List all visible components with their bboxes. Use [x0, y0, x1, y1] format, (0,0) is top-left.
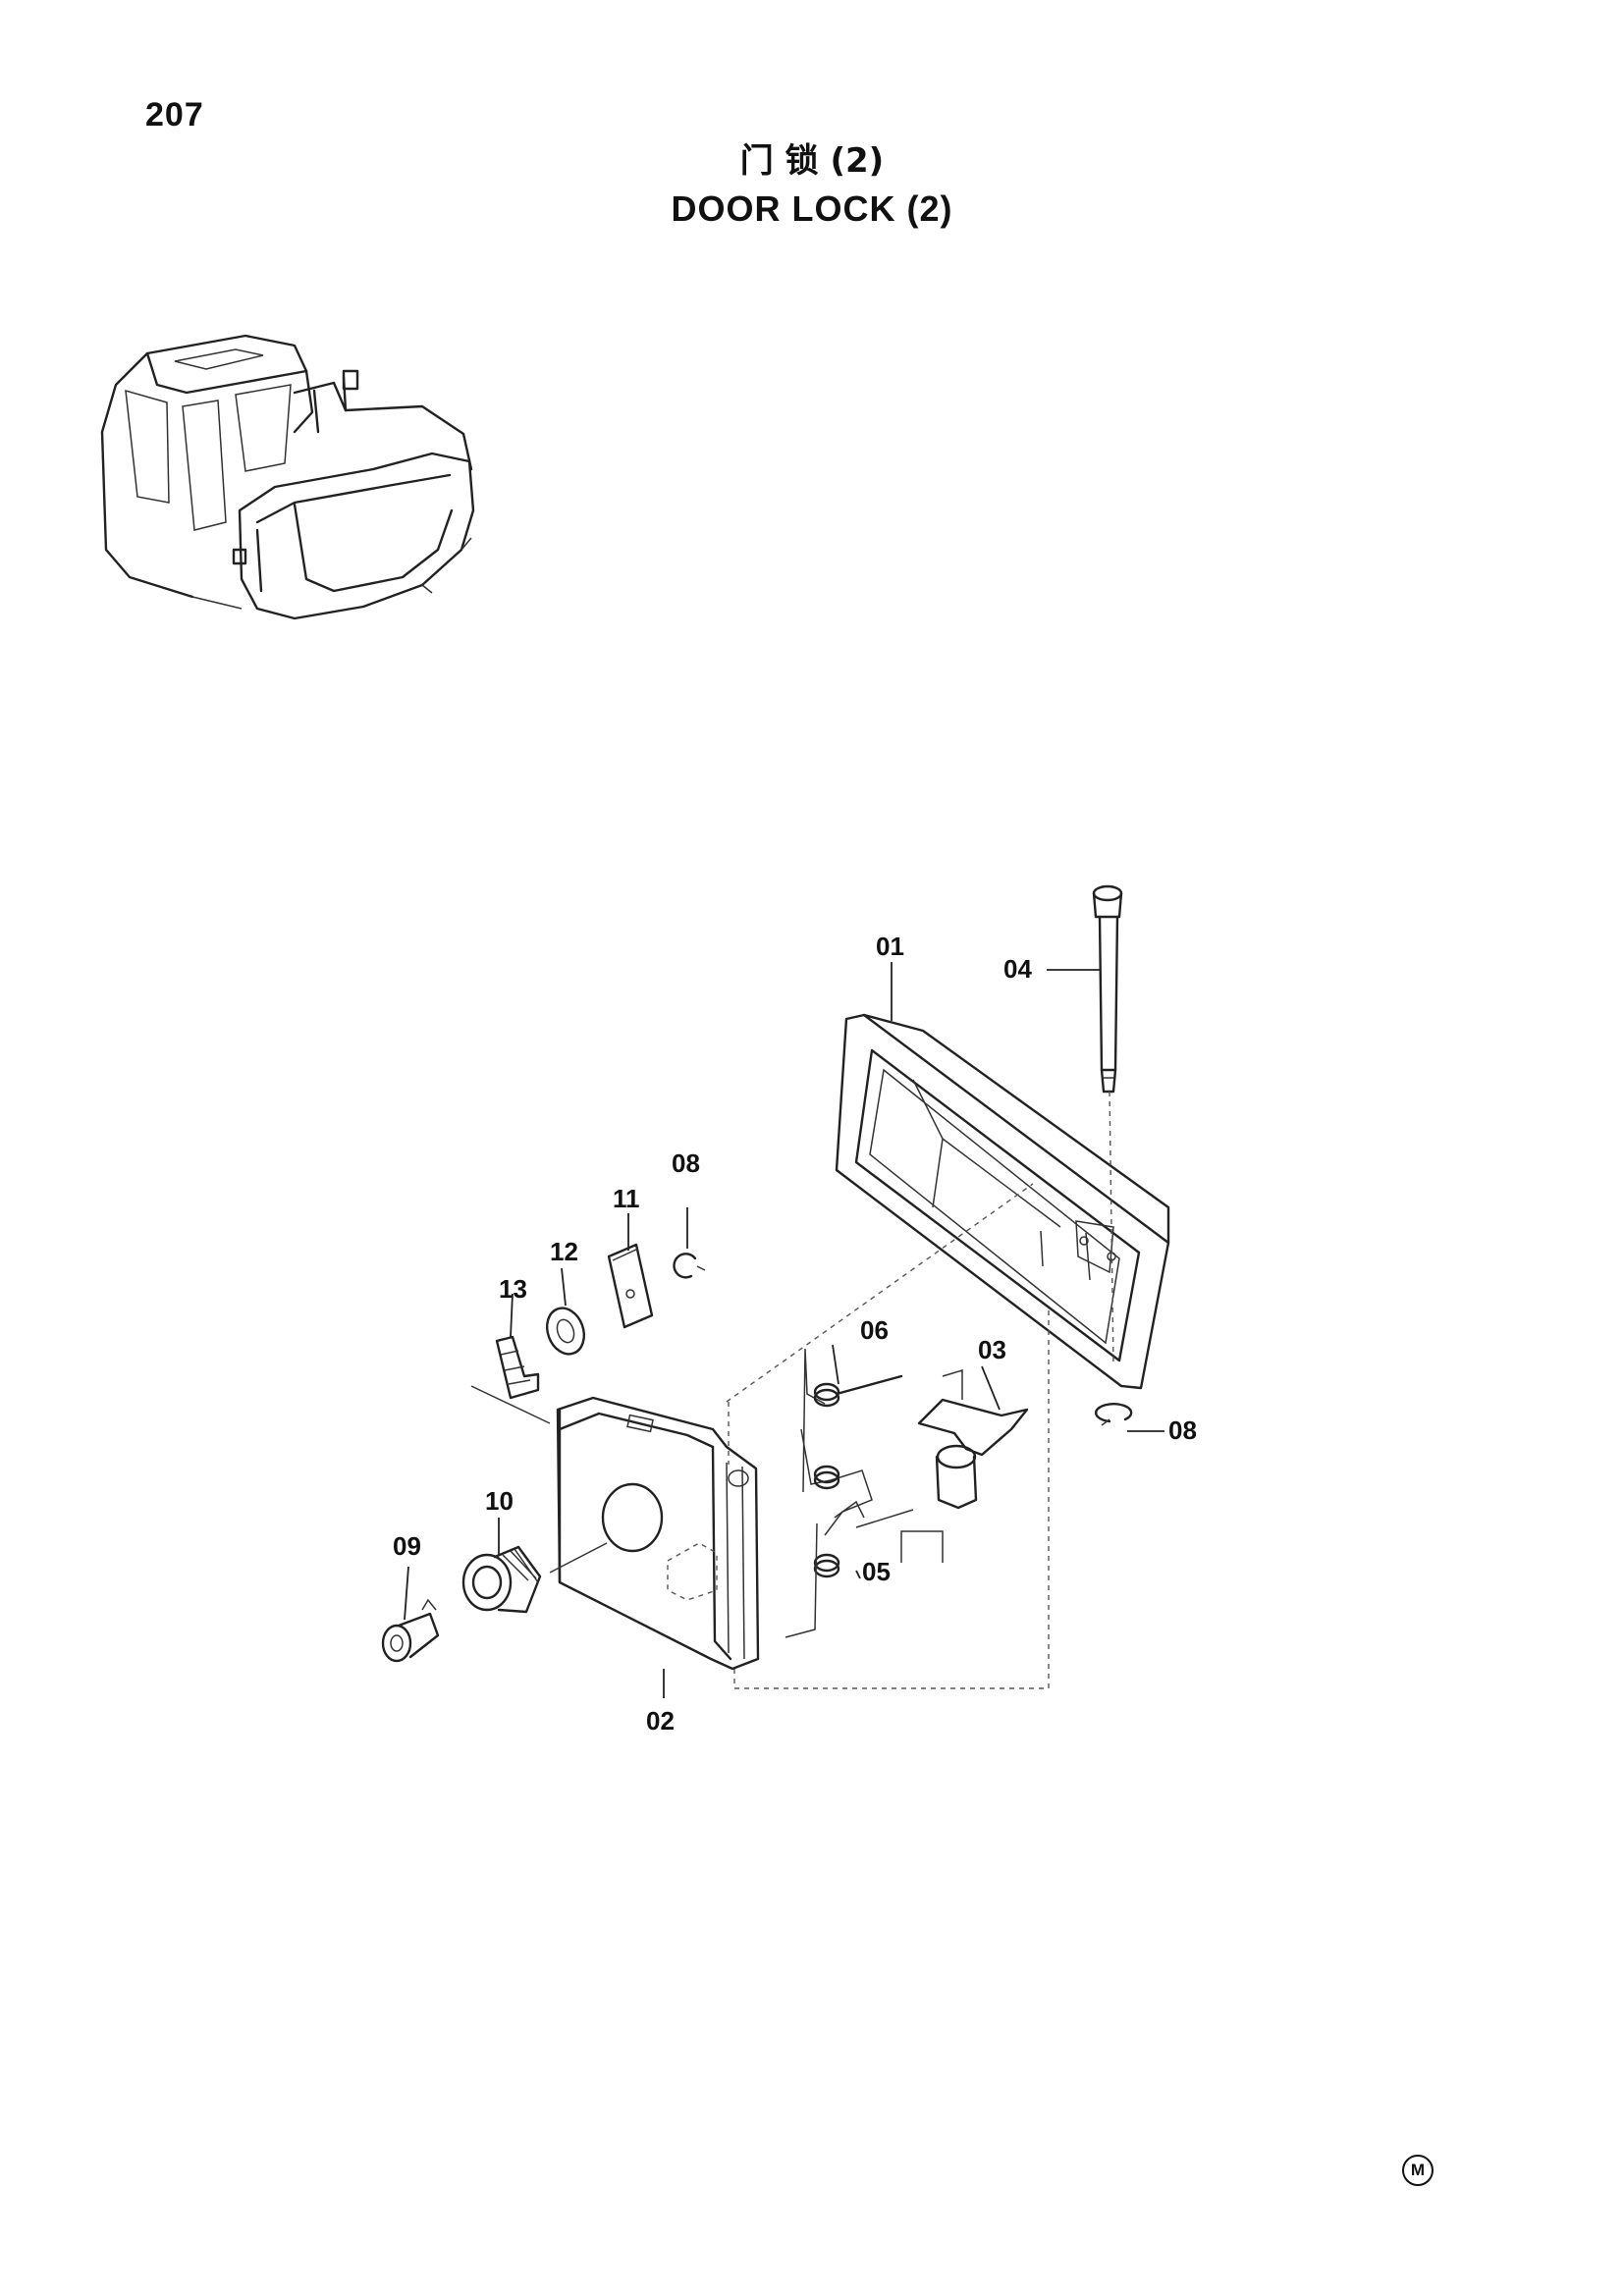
part-04-pin [1092, 884, 1123, 1094]
callout-10: 10 [485, 1486, 514, 1516]
title-block: 门 锁 (2) DOOR LOCK (2) [0, 137, 1624, 234]
excavator-thumbnail-icon [100, 334, 475, 620]
sheet-mark-icon: M [1402, 2155, 1434, 2186]
title-english: DOOR LOCK (2) [671, 188, 953, 229]
callout-06: 06 [860, 1315, 889, 1345]
callout-08-upper: 08 [672, 1148, 700, 1178]
part-10-bushing [461, 1542, 608, 1614]
leader-lines [404, 962, 1164, 1698]
callout-01: 01 [876, 932, 904, 961]
part-05-spring [785, 1428, 873, 1638]
part-02-lock-body [556, 1396, 760, 1671]
callout-12: 12 [550, 1237, 578, 1266]
part-13-bracket [470, 1335, 551, 1424]
part-06-spring [802, 1348, 903, 1493]
part-08-clip-lower [1094, 1403, 1133, 1426]
part-09-key-cylinder [381, 1598, 440, 1663]
callout-09: 09 [393, 1531, 421, 1561]
callout-03: 03 [978, 1335, 1006, 1364]
title-chinese: 门 锁 (2) [739, 141, 885, 181]
part-11-plate [607, 1243, 654, 1329]
callout-13: 13 [499, 1274, 527, 1304]
callout-08-lower: 08 [1168, 1415, 1197, 1445]
part-08-clip-upper [673, 1253, 706, 1279]
callout-05: 05 [862, 1557, 891, 1586]
page-number: 207 [145, 96, 204, 133]
callout-11: 11 [613, 1184, 640, 1213]
part-12-washer [545, 1307, 586, 1356]
part-03-lever [855, 1368, 1029, 1563]
callout-02: 02 [646, 1706, 675, 1735]
callout-04: 04 [1003, 954, 1032, 984]
part-01-frame [835, 1013, 1170, 1390]
